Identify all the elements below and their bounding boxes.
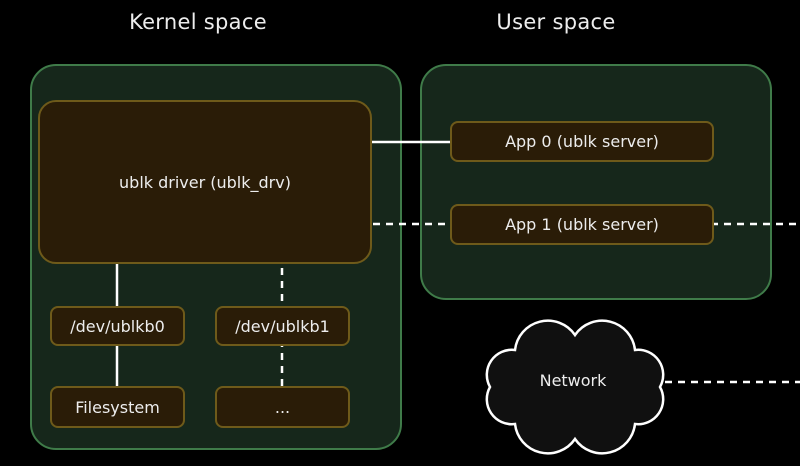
app1-box: App 1 (ublk server) <box>450 204 714 245</box>
ublk-driver-box: ublk driver (ublk_drv) <box>38 100 372 264</box>
network-label: Network <box>539 371 607 390</box>
user-space-title: User space <box>496 10 616 34</box>
app0-box: App 0 (ublk server) <box>450 121 714 162</box>
filesystem-box: Filesystem <box>50 386 185 428</box>
dev-ublkb1-box: /dev/ublkb1 <box>215 306 350 346</box>
ellipsis-box: ... <box>215 386 350 428</box>
user-space-container <box>420 64 772 300</box>
kernel-space-title: Kernel space <box>129 10 267 34</box>
dev-ublkb0-box: /dev/ublkb0 <box>50 306 185 346</box>
